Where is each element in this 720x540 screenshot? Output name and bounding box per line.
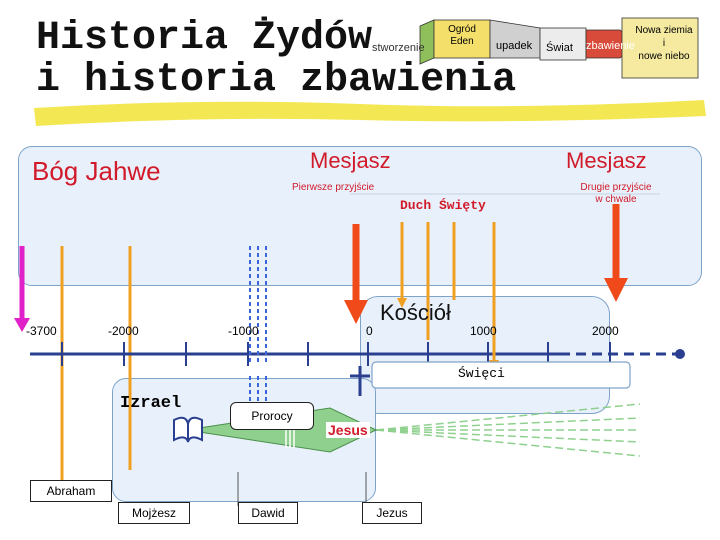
holy-spirit-label: Duch Święty	[400, 198, 486, 213]
prophets-box: Prorocy	[230, 402, 314, 430]
tick-label-2000: 2000	[592, 324, 619, 338]
tick-label-1000: 1000	[470, 324, 497, 338]
messiah-first-label: Mesjasz	[310, 148, 391, 173]
messiah-second-arrow-head	[604, 278, 628, 302]
church-rays	[375, 403, 641, 457]
title-underline	[34, 100, 706, 126]
people-guides	[237, 472, 367, 506]
person-label-abraham: Abraham	[46, 484, 96, 498]
person-label-jesus: Jezus	[376, 506, 408, 520]
tick-label-0: 0	[366, 324, 373, 338]
person-box-david: Dawid	[238, 502, 298, 524]
person-box-jesus: Jezus	[362, 502, 422, 524]
cross-icon	[350, 366, 370, 396]
god-label: Bóg Jahwe	[32, 156, 161, 186]
saints-bar	[371, 361, 631, 389]
person-box-abraham: Abraham	[30, 480, 112, 502]
flow-box-new-earth	[621, 17, 699, 79]
flow-box-fall	[489, 19, 541, 59]
first-coming-label: Pierwsze przyjście	[292, 182, 375, 193]
book-icon	[173, 416, 203, 443]
saints-label: Święci	[458, 366, 505, 381]
flow-label-salvation: zbawienie	[586, 40, 635, 52]
god-panel	[18, 146, 702, 286]
tick-label-minus-1000: -1000	[228, 324, 259, 338]
header-flow	[419, 17, 699, 79]
church-label: Kościół	[380, 300, 451, 325]
tick-label-minus-3700: -3700	[26, 324, 57, 338]
messiah-second-label: Mesjasz	[566, 148, 647, 173]
flow-label-eden: Ogród Eden	[448, 24, 476, 47]
messiah-first-arrow-head	[344, 300, 368, 324]
person-label-moses: Mojżesz	[131, 506, 176, 520]
second-coming-label: Drugie przyjście w chwale	[580, 182, 652, 205]
prophets-label: Prorocy	[251, 409, 293, 423]
flow-label-fall: upadek	[496, 40, 533, 52]
person-box-moses: Mojżesz	[118, 502, 190, 524]
person-label-david: Dawid	[251, 506, 285, 520]
title-line-1: Historia Żydów	[36, 16, 373, 61]
god-arrow-head	[14, 318, 30, 332]
timeline-end-dot	[675, 349, 685, 359]
flow-label-new-earth: Nowa ziemia i nowe niebo	[635, 25, 693, 62]
page-title: Historia Żydów i historia zbawienia	[36, 18, 516, 102]
jesus-center-label: Jesus	[326, 422, 370, 438]
israel-label: Izrael	[120, 394, 182, 413]
flow-box-eden	[433, 19, 491, 59]
tick-label-minus-2000: -2000	[108, 324, 139, 338]
title-line-2: i historia zbawienia	[36, 58, 517, 103]
flow-label-world: Świat	[546, 42, 573, 54]
spirit-arrows	[400, 222, 496, 362]
flow-label-creation: stworzenie	[372, 42, 425, 54]
flow-box-world	[539, 27, 587, 61]
